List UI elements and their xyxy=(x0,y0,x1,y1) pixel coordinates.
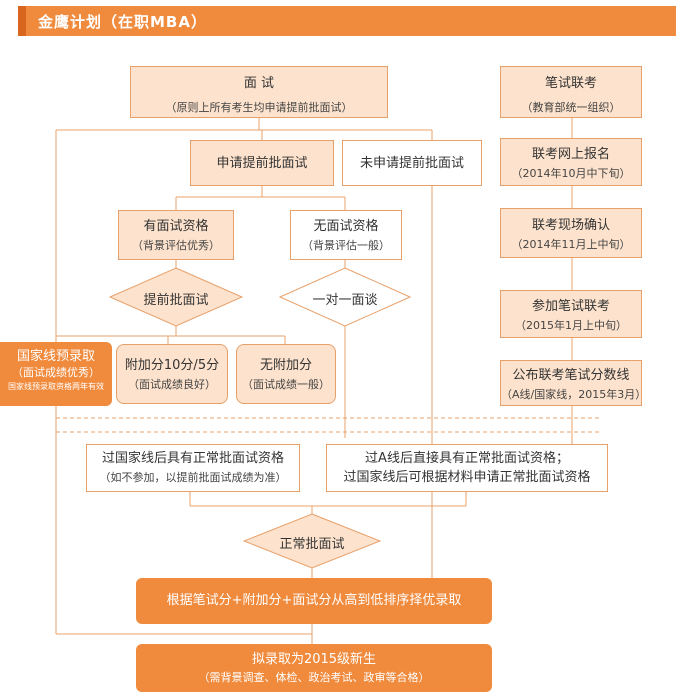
one-on-one-label: 一对一面谈 xyxy=(312,293,378,308)
onsite-confirm-subtitle: （2014年11月上中旬） xyxy=(511,238,631,251)
diamond-shape xyxy=(278,267,412,327)
no-bonus-box: 无附加分 （面试成绩一般） xyxy=(236,344,336,404)
no-apply-early-label: 未申请提前批面试 xyxy=(359,156,464,171)
national-pre-admission-box: 国家线预录取 （面试成绩优秀） 国家线预录取资格两年有效 xyxy=(0,342,112,406)
after-national-subtitle: （如不参加，以提前批面试成绩为准） xyxy=(99,471,287,484)
after-a-line-box: 过A线后直接具有正常批面试资格； 过国家线后可根据材料申请正常批面试资格 xyxy=(326,444,608,492)
no-apply-early-box: 未申请提前批面试 xyxy=(342,140,482,186)
take-exam-title: 参加笔试联考 xyxy=(531,299,610,314)
qualified-subtitle: （背景评估优秀） xyxy=(132,239,220,252)
exam-box: 笔试联考 （教育部统一组织） xyxy=(500,66,642,118)
publish-score-title: 公布联考笔试分数线 xyxy=(512,368,630,383)
online-reg-subtitle: （2014年10月中下旬） xyxy=(511,167,631,180)
after-national-title: 过国家线后具有正常批面试资格 xyxy=(101,451,284,466)
ranking-box: 根据笔试分+附加分+面试分从高到低排序择优录取 xyxy=(136,578,492,624)
after-a-line-line2: 过国家线后可根据材料申请正常批面试资格 xyxy=(343,470,591,485)
exam-subtitle: （教育部统一组织） xyxy=(521,101,621,114)
take-exam-subtitle: （2015年1月上中旬） xyxy=(515,319,627,332)
ranking-label: 根据笔试分+附加分+面试分从高到低排序择优录取 xyxy=(166,593,462,608)
online-registration-box: 联考网上报名 （2014年10月中下旬） xyxy=(500,138,642,186)
final-title: 拟录取为2015级新生 xyxy=(251,652,377,667)
normal-interview-label: 正常批面试 xyxy=(279,537,345,552)
no-bonus-title: 无附加分 xyxy=(259,358,312,373)
not-qualified-box: 无面试资格 （背景评估一般） xyxy=(290,210,402,260)
diamond-shape xyxy=(108,267,244,327)
take-exam-box: 参加笔试联考 （2015年1月上中旬） xyxy=(500,290,642,338)
exam-title: 笔试联考 xyxy=(544,76,597,91)
final-subtitle: （需背景调查、体检、政治考试、政审等合格） xyxy=(198,671,430,684)
onsite-confirm-title: 联考现场确认 xyxy=(531,218,610,233)
not-qualified-title: 无面试资格 xyxy=(313,219,379,234)
after-a-line-line1: 过A线后直接具有正常批面试资格； xyxy=(365,451,569,466)
publish-score-subtitle: （A线/国家线，2015年3月） xyxy=(501,388,647,401)
publish-score-box: 公布联考笔试分数线 （A线/国家线，2015年3月） xyxy=(500,360,647,406)
apply-early-box: 申请提前批面试 xyxy=(190,140,334,186)
interview-title: 面 试 xyxy=(243,76,275,91)
early-interview-label: 提前批面试 xyxy=(143,293,209,308)
online-reg-title: 联考网上报名 xyxy=(531,147,610,162)
onsite-confirm-box: 联考现场确认 （2014年11月上中旬） xyxy=(500,208,642,258)
final-admission-box: 拟录取为2015级新生 （需背景调查、体检、政治考试、政审等合格） xyxy=(136,644,492,692)
page-title: 金鹰计划（在职MBA） xyxy=(38,13,207,31)
no-bonus-subtitle: （面试成绩一般） xyxy=(242,378,330,391)
interview-subtitle: （原则上所有考生均申请提前批面试） xyxy=(165,101,353,114)
qualified-box: 有面试资格 （背景评估优秀） xyxy=(118,210,234,260)
not-qualified-subtitle: （背景评估一般） xyxy=(302,239,390,252)
interview-box: 面 试 （原则上所有考生均申请提前批面试） xyxy=(130,66,388,118)
apply-early-label: 申请提前批面试 xyxy=(216,156,308,171)
after-national-line-box: 过国家线后具有正常批面试资格 （如不参加，以提前批面试成绩为准） xyxy=(86,444,300,492)
header-bar: 金鹰计划（在职MBA） xyxy=(18,6,676,36)
bonus-box: 附加分10分/5分 （面试成绩良好） xyxy=(116,344,228,404)
national-pre-subtitle: （面试成绩优秀） xyxy=(12,366,100,379)
diamond-shape xyxy=(242,513,382,569)
national-pre-note: 国家线预录取资格两年有效 xyxy=(8,382,104,391)
bonus-title: 附加分10分/5分 xyxy=(124,358,220,373)
bonus-subtitle: （面试成绩良好） xyxy=(128,378,216,391)
header-accent xyxy=(18,6,26,36)
national-pre-title: 国家线预录取 xyxy=(16,349,95,364)
qualified-title: 有面试资格 xyxy=(143,219,209,234)
